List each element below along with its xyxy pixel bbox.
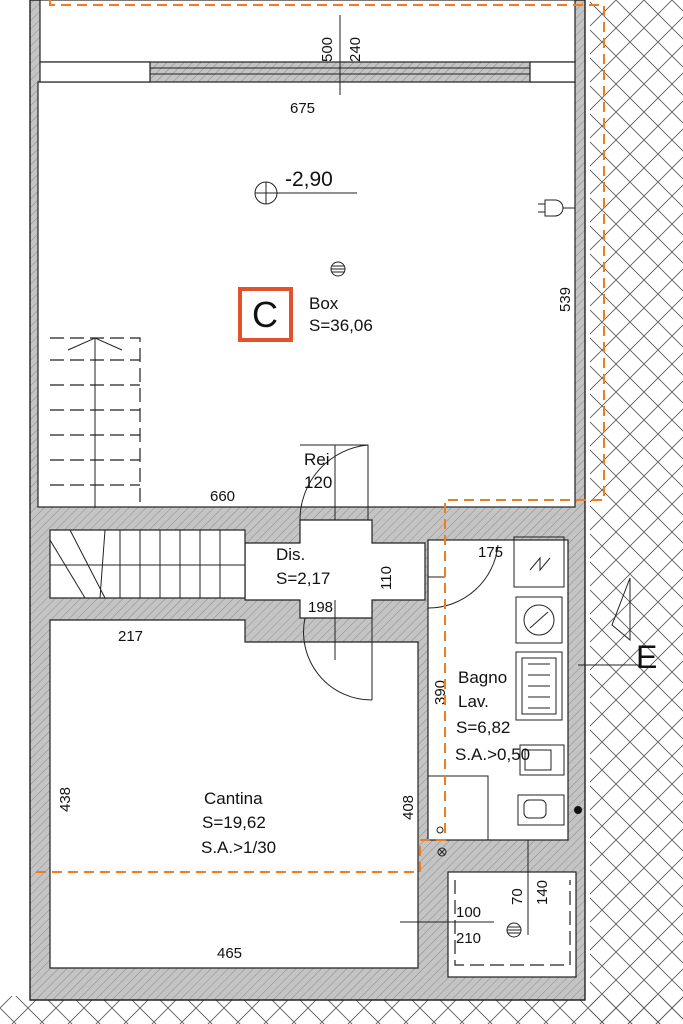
room-bagno (427, 539, 569, 841)
cantina-name: Cantina (204, 789, 263, 808)
room-top (39, 0, 576, 63)
rooms (37, 0, 577, 978)
room-cantina (49, 619, 419, 969)
dim-bagno-390: 390 (432, 680, 449, 705)
dim-140: 140 (534, 880, 551, 905)
box-area: S=36,06 (309, 316, 373, 335)
dim-box-bottom: 660 (210, 488, 235, 505)
cantina-ratio: S.A.>1/30 (201, 838, 276, 857)
room-box (37, 81, 576, 508)
dim-top-240: 240 (347, 37, 364, 62)
dim-dis-198: 198 (308, 599, 333, 616)
dim-top-500: 500 (319, 37, 336, 62)
sink-icon (519, 744, 565, 776)
level-marker: -2,90 (254, 168, 357, 205)
dim-210: 210 (456, 930, 481, 947)
dim-cantina-408: 408 (400, 795, 417, 820)
dimensions: 500 240 675 539 660 217 465 438 110 198 … (57, 15, 574, 962)
dim-bagno-175: 175 (478, 544, 503, 561)
bagno-sub: Lav. (458, 692, 489, 711)
stair-lower (49, 529, 246, 599)
cantina-area: S=19,62 (202, 813, 266, 832)
section-letter: E (636, 639, 657, 675)
box-name: Box (309, 294, 339, 313)
stair-upper (50, 337, 141, 508)
fixtures (330, 199, 582, 938)
wc-icon (517, 794, 565, 826)
unit-letter: C (252, 294, 278, 335)
room-wc (447, 871, 577, 978)
bagno-area: S=6,82 (456, 718, 510, 737)
dim-100: 100 (456, 904, 481, 921)
doors (299, 444, 499, 701)
dis-name: Dis. (276, 545, 305, 564)
dim-cantina-top: 217 (118, 628, 143, 645)
dim-box-depth: 539 (557, 287, 574, 312)
dim-box-width: 675 (290, 100, 315, 117)
dim-cantina-side: 438 (57, 787, 74, 812)
bagno-name: Bagno (458, 668, 507, 687)
bagno-ratio: S.A.>0,50 (455, 745, 530, 764)
rei-value: 120 (304, 473, 332, 492)
rei-name: Rei (304, 450, 330, 469)
room-labels: Box S=36,06 Dis. S=2,17 Cantina S=19,62 … (201, 294, 530, 857)
dashed-lines (30, 0, 605, 966)
dim-dis-110: 110 (378, 566, 395, 590)
washing-machine-icon (515, 596, 563, 644)
shower-icon (515, 651, 563, 721)
dim-70: 70 (509, 888, 526, 905)
garage-opening (39, 61, 576, 83)
dim-cantina-bottom: 465 (217, 945, 242, 962)
unit-marker: C (238, 287, 293, 342)
socket-icon (538, 199, 575, 217)
section-marker: E (578, 577, 657, 675)
stair-lower-steps (49, 529, 245, 599)
boiler-icon (513, 536, 565, 588)
level-value: -2,90 (285, 168, 333, 191)
dis-area: S=2,17 (276, 569, 330, 588)
